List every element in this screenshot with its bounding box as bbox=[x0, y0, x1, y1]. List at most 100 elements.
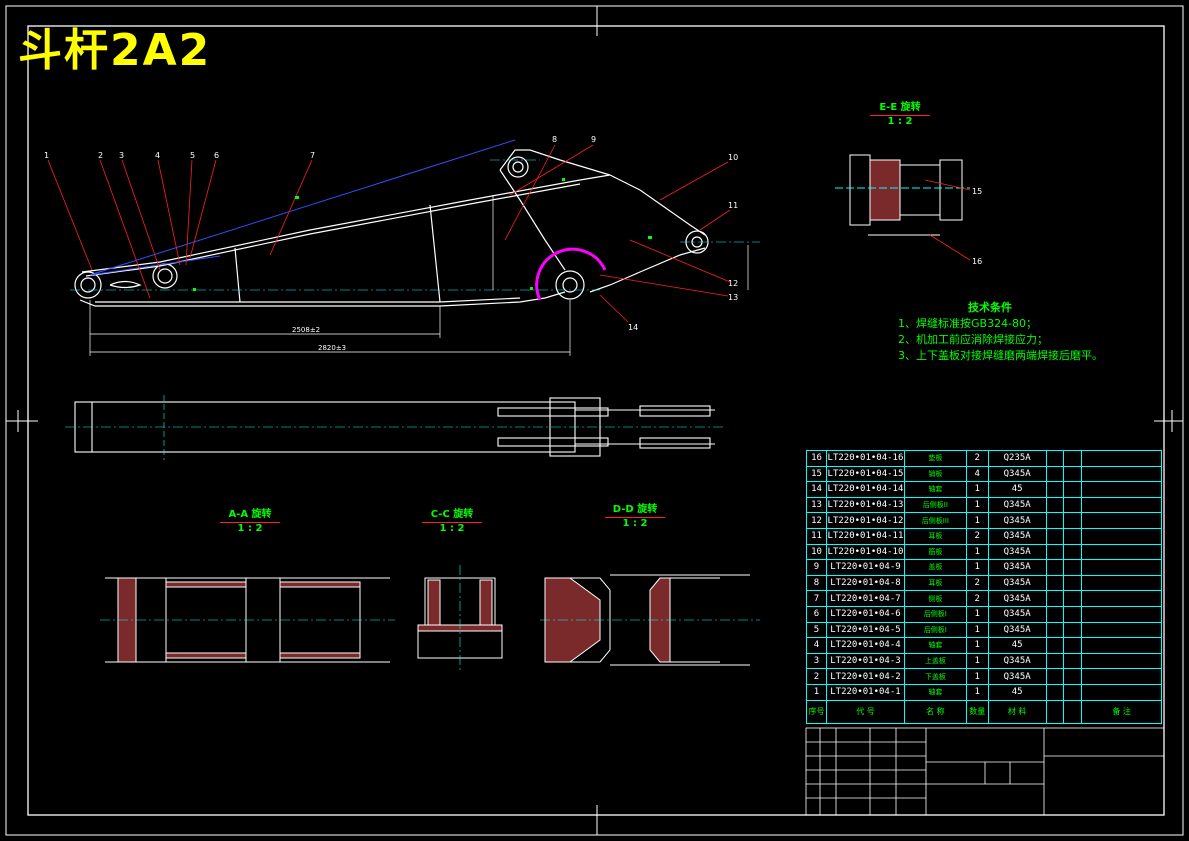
bom-cell-no: 14 bbox=[806, 481, 827, 498]
bom-cell-blank bbox=[1045, 605, 1065, 623]
bom-cell-qty: 1 bbox=[965, 543, 989, 561]
section-cc-title: C-C 旋转 bbox=[430, 509, 474, 520]
bom-header-cell: 数量 bbox=[965, 699, 989, 724]
bom-cell-no: 3 bbox=[806, 652, 827, 670]
bom-cell-blank bbox=[1063, 605, 1083, 623]
bom-cell-material: Q345A bbox=[987, 574, 1047, 592]
balloon-5: 5 bbox=[190, 151, 195, 160]
balloon-4: 4 bbox=[155, 151, 160, 160]
leader-lines bbox=[47, 144, 731, 323]
section-ee-label: E-E 旋转 1 : 2 bbox=[870, 98, 930, 127]
bom-cell-name: 上盖板 bbox=[903, 652, 967, 670]
bom-cell-qty: 1 bbox=[965, 481, 989, 498]
bom-cell-blank bbox=[1063, 450, 1083, 467]
bom-cell-blank bbox=[1063, 481, 1083, 498]
section-dd-scale: 1 : 2 bbox=[605, 517, 665, 529]
bom-cell-name: 后侧板I bbox=[903, 605, 967, 623]
bom-cell-blank bbox=[1063, 574, 1083, 592]
balloon-3: 3 bbox=[119, 151, 124, 160]
bom-cell-blank bbox=[1063, 683, 1083, 701]
bom-cell-no: 5 bbox=[806, 621, 827, 639]
section-dd bbox=[544, 574, 750, 666]
bom-header-cell: 材 料 bbox=[987, 699, 1047, 724]
bom-cell-qty: 2 bbox=[965, 590, 989, 607]
bom-cell-blank bbox=[1045, 590, 1065, 607]
bom-cell-code: LT220•01•04-3 bbox=[825, 652, 905, 670]
bom-cell-no: 6 bbox=[806, 605, 827, 623]
bom-header-cell: 序号 bbox=[806, 699, 827, 724]
bom-header-cell: 代 号 bbox=[825, 699, 905, 724]
bom-cell-no: 12 bbox=[806, 512, 827, 529]
bom-cell-blank bbox=[1045, 574, 1065, 592]
balloon-10: 10 bbox=[728, 153, 738, 162]
bom-header-cell: 备 注 bbox=[1081, 699, 1162, 724]
bom-cell-remark bbox=[1081, 621, 1162, 639]
balloon-14: 14 bbox=[628, 323, 638, 332]
balloon-numbers: 1 2 3 4 5 6 7 8 9 10 11 12 13 14 bbox=[44, 135, 738, 332]
bom-cell-code: LT220•01•04-2 bbox=[825, 668, 905, 685]
bom-cell-code: LT220•01•04-5 bbox=[825, 621, 905, 639]
bom-cell-name: 销板 bbox=[903, 465, 967, 483]
bom-cell-remark bbox=[1081, 465, 1162, 483]
bom-cell-blank bbox=[1063, 590, 1083, 607]
bom-cell-remark bbox=[1081, 605, 1162, 623]
bom-cell-no: 13 bbox=[806, 496, 827, 514]
bom-cell-code: LT220•01•04-10 bbox=[825, 543, 905, 561]
bom-cell-code: LT220•01•04-16 bbox=[825, 450, 905, 467]
bom-cell-qty: 1 bbox=[965, 496, 989, 514]
bom-cell-blank bbox=[1045, 621, 1065, 639]
bom-cell-blank bbox=[1063, 527, 1083, 545]
section-cc-scale: 1 : 2 bbox=[422, 522, 482, 534]
dimension-inner: 2508±2 bbox=[292, 326, 320, 334]
bom-cell-blank bbox=[1045, 652, 1065, 670]
bom-cell-material: Q345A bbox=[987, 496, 1047, 514]
section-ee-title: E-E 旋转 bbox=[879, 102, 921, 113]
bom-cell-name: 筋板 bbox=[903, 543, 967, 561]
bom-cell-blank bbox=[1045, 481, 1065, 498]
section-cc-label: C-C 旋转 1 : 2 bbox=[422, 505, 482, 534]
bom-cell-code: LT220•01•04-11 bbox=[825, 527, 905, 545]
balloon-15: 15 bbox=[972, 187, 982, 196]
drawing-title: 斗杆2A2 bbox=[18, 25, 212, 76]
bom-cell-remark bbox=[1081, 496, 1162, 514]
bom-cell-blank bbox=[1063, 621, 1083, 639]
bom-cell-material: Q345A bbox=[987, 668, 1047, 685]
bom-cell-remark bbox=[1081, 668, 1162, 685]
weld-marks bbox=[193, 178, 652, 291]
bom-cell-code: LT220•01•04-7 bbox=[825, 590, 905, 607]
bom-cell-qty: 1 bbox=[965, 621, 989, 639]
bom-cell-material: Q235A bbox=[987, 450, 1047, 467]
bom-cell-blank bbox=[1063, 559, 1083, 576]
centerlines bbox=[70, 159, 760, 291]
section-ee bbox=[835, 154, 970, 236]
technical-notes-heading: 技术条件 bbox=[968, 301, 1012, 314]
bom-cell-material: 45 bbox=[987, 683, 1047, 701]
bom-cell-name: 下盖板 bbox=[903, 668, 967, 685]
bom-cell-blank bbox=[1063, 465, 1083, 483]
bom-cell-remark bbox=[1081, 559, 1162, 576]
balloon-13: 13 bbox=[728, 293, 738, 302]
bom-cell-qty: 2 bbox=[965, 527, 989, 545]
bom-cell-no: 4 bbox=[806, 637, 827, 654]
main-view bbox=[74, 149, 709, 307]
bom-cell-material: 45 bbox=[987, 637, 1047, 654]
balloon-12: 12 bbox=[728, 279, 738, 288]
title-block bbox=[805, 727, 1165, 816]
bom-cell-code: LT220•01•04-14 bbox=[825, 481, 905, 498]
bom-cell-remark bbox=[1081, 574, 1162, 592]
centering-marks bbox=[6, 6, 1183, 835]
bom-cell-no: 7 bbox=[806, 590, 827, 607]
bom-cell-remark bbox=[1081, 527, 1162, 545]
bom-cell-name: 轴套 bbox=[903, 637, 967, 654]
bom-cell-blank bbox=[1045, 668, 1065, 685]
bom-cell-material: Q345A bbox=[987, 465, 1047, 483]
bom-cell-material: Q345A bbox=[987, 605, 1047, 623]
section-dd-title: D-D 旋转 bbox=[612, 504, 658, 515]
bom-cell-no: 1 bbox=[806, 683, 827, 701]
bom-header-row: 序号代 号名 称数量材 料备 注 bbox=[806, 699, 1162, 724]
bom-cell-no: 16 bbox=[806, 450, 827, 467]
bom-cell-material: Q345A bbox=[987, 590, 1047, 607]
